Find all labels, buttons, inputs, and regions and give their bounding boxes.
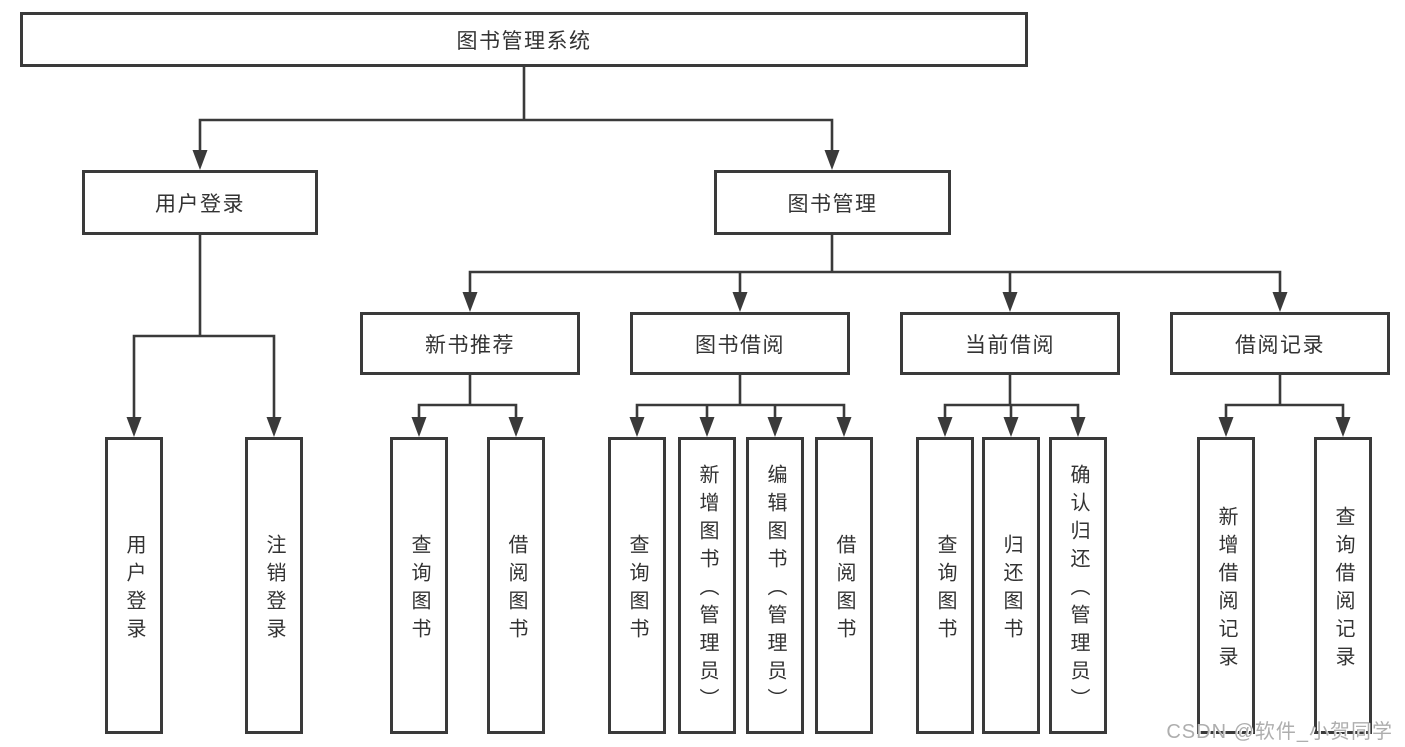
leaf-label: 新增图书（管理员） [696, 463, 718, 716]
leaf-newbook-borrow-books: 借阅图书 [487, 437, 545, 734]
node-borrow-records: 借阅记录 [1170, 312, 1390, 375]
leaf-logout: 注销登录 [245, 437, 303, 734]
leaf-label: 查询图书 [934, 533, 956, 646]
leaf-label: 注销登录 [263, 533, 285, 646]
node-new-book-recommend: 新书推荐 [360, 312, 580, 375]
leaf-borrow-query-books: 查询图书 [608, 437, 666, 734]
leaf-label: 确认归还（管理员） [1067, 463, 1089, 716]
leaf-label: 用户登录 [123, 533, 145, 646]
arrowheads [126, 150, 1351, 437]
node-book-borrow: 图书借阅 [630, 312, 850, 375]
leaf-user-login: 用户登录 [105, 437, 163, 734]
leaf-label: 查询借阅记录 [1332, 505, 1354, 674]
leaf-label: 借阅图书 [833, 533, 855, 646]
leaf-borrow-add-books-admin: 新增图书（管理员） [678, 437, 736, 734]
leaf-current-confirm-return-admin: 确认归还（管理员） [1049, 437, 1107, 734]
node-root: 图书管理系统 [20, 12, 1028, 67]
node-user-login: 用户登录 [82, 170, 318, 235]
node-current-borrow: 当前借阅 [900, 312, 1120, 375]
leaf-borrow-edit-books-admin: 编辑图书（管理员） [746, 437, 804, 734]
leaf-records-add-record: 新增借阅记录 [1197, 437, 1255, 734]
leaf-label: 编辑图书（管理员） [764, 463, 786, 716]
leaf-current-query-books: 查询图书 [916, 437, 974, 734]
leaf-label: 查询图书 [626, 533, 648, 646]
leaf-current-return-books: 归还图书 [982, 437, 1040, 734]
connector-lines [132, 65, 1345, 421]
leaf-label: 借阅图书 [505, 533, 527, 646]
leaf-records-query-record: 查询借阅记录 [1314, 437, 1372, 734]
leaf-borrow-borrow-books: 借阅图书 [815, 437, 873, 734]
leaf-label: 查询图书 [408, 533, 430, 646]
watermark-text: CSDN @软件_小贺同学 [1166, 721, 1393, 743]
leaf-label: 新增借阅记录 [1215, 505, 1237, 674]
leaf-newbook-query-books: 查询图书 [390, 437, 448, 734]
node-book-management: 图书管理 [714, 170, 951, 235]
leaf-label: 归还图书 [1000, 533, 1022, 646]
